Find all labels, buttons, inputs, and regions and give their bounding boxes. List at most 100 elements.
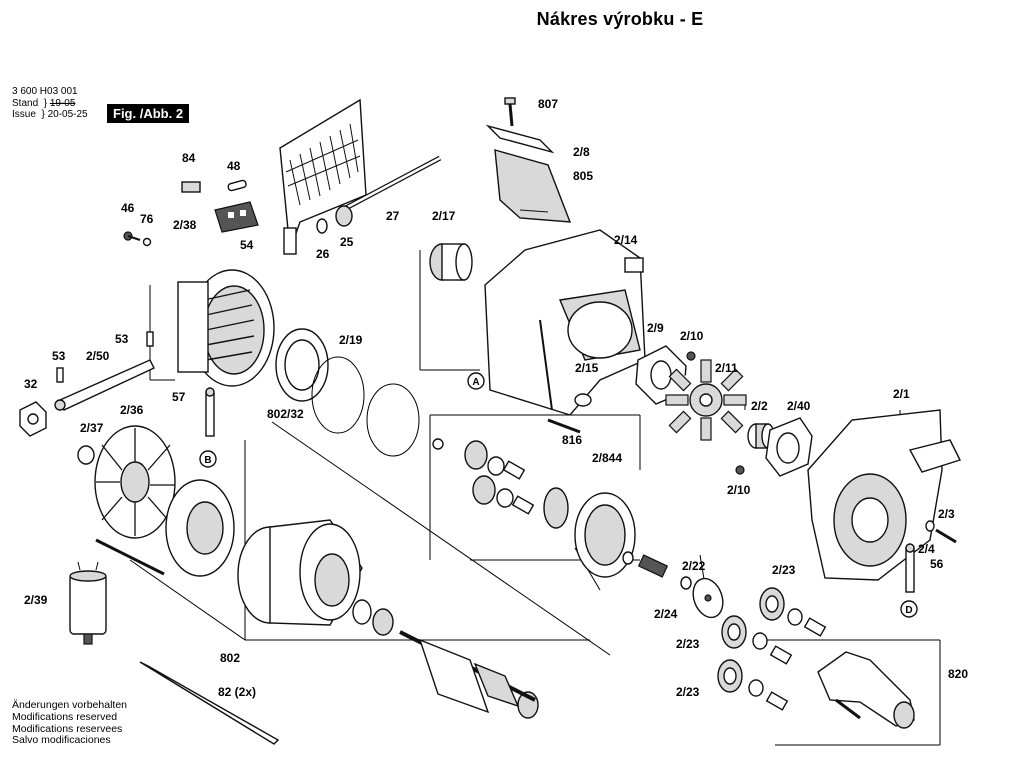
issue-label: Issue <box>12 109 36 120</box>
callout-label: 2/8 <box>573 145 590 159</box>
ring-gear-2-844-icon <box>574 492 636 578</box>
callout-label: 54 <box>240 238 254 252</box>
circlip-2-19-icon <box>311 356 420 457</box>
callout-label: 46 <box>121 201 135 215</box>
stator-802-icon <box>237 519 363 626</box>
pin-816-icon <box>547 418 581 434</box>
callout-label: 2/23 <box>676 637 700 651</box>
page-title: Nákres výrobku - E <box>536 9 704 29</box>
pin-48-icon <box>227 179 247 192</box>
callout-label: 82 (2x) <box>218 685 256 699</box>
output-shaft-820-icon <box>817 651 915 729</box>
bolt-2-15-icon <box>574 393 592 407</box>
screw-46-icon <box>123 231 141 241</box>
pin-53-icon <box>56 331 154 383</box>
callout-label: 805 <box>573 169 593 183</box>
callout-label: 32 <box>24 377 38 391</box>
callout-label: 2/15 <box>575 361 599 375</box>
cable-tie-82-icon <box>139 661 280 745</box>
issue-row: Issue } 20-05-25 <box>12 109 88 121</box>
callout-label: 2/10 <box>680 329 704 343</box>
callout-label: 802/32 <box>267 407 304 421</box>
note-es: Salvo modificaciones <box>12 734 111 747</box>
stand-date: 19-05 <box>49 97 76 109</box>
pinion-icon <box>622 551 669 578</box>
callout-label: 2/4 <box>918 542 935 556</box>
bearing-ring-802-32-icon <box>275 328 329 402</box>
callout-label: 53 <box>115 332 129 346</box>
svg-text:D: D <box>905 605 912 616</box>
screw-2-3-icon <box>935 528 957 544</box>
issue-date: 20-05-25 <box>47 109 88 120</box>
callout-label: 2/40 <box>787 399 811 413</box>
callout-label: 2/2 <box>751 399 768 413</box>
callout-label: 2/9 <box>647 321 664 335</box>
shaft-2-50-icon <box>54 359 155 411</box>
motor-housing-icon <box>177 269 275 387</box>
nut-32-icon <box>19 401 47 437</box>
callout-label: 2/1 <box>893 387 910 401</box>
washer-76-icon <box>142 237 152 247</box>
leader-lines <box>129 250 941 746</box>
callout-label: 2/24 <box>654 607 678 621</box>
svg-text:B: B <box>204 455 211 466</box>
callout-label: 27 <box>386 209 400 223</box>
screw-807-icon <box>504 97 516 127</box>
spring-26-icon <box>316 218 328 234</box>
callout-label: 2/844 <box>592 451 622 465</box>
callout-label: 84 <box>182 151 196 165</box>
stand-label: Stand <box>12 97 39 109</box>
callout-label: 56 <box>930 557 944 571</box>
callout-label: 53 <box>52 349 66 363</box>
callout-label: 816 <box>562 433 582 447</box>
brace: } <box>38 109 45 120</box>
pin-57-icon <box>205 387 215 437</box>
impeller-2-11-icon <box>665 359 747 441</box>
sleeve-2-17-icon <box>429 243 473 281</box>
marker-a: A <box>467 372 485 390</box>
callout-label: 2/17 <box>432 209 456 223</box>
callout-label: 2/38 <box>173 218 197 232</box>
callout-label: 2/39 <box>24 593 48 607</box>
callout-label: 2/22 <box>682 559 706 573</box>
marker-d: D <box>900 600 918 618</box>
callout-label: 802 <box>220 651 240 665</box>
pin-56-icon <box>905 543 915 593</box>
brace: } <box>40 97 48 109</box>
callout-label: 76 <box>140 212 154 226</box>
callout-label: 807 <box>538 97 558 111</box>
callout-label: 25 <box>340 235 354 249</box>
callout-label: 2/37 <box>80 421 104 435</box>
callout-label: 26 <box>316 247 330 261</box>
callout-label: 2/50 <box>86 349 110 363</box>
capacitor-2-39-icon <box>69 561 107 645</box>
callout-label: 48 <box>227 159 241 173</box>
long-screw-icon <box>95 538 165 576</box>
gear-2-23-icon <box>717 587 827 711</box>
note-fr: Modifications reservees <box>12 722 123 735</box>
document-info: 3 600 H03 001 Stand } 19-05 Issue } 20-0… <box>12 86 88 121</box>
plate-2-8-icon <box>485 124 555 154</box>
callout-label: 2/11 <box>715 361 738 375</box>
disc-2-24-icon <box>692 577 724 619</box>
rod-27-icon <box>340 155 442 213</box>
callout-label: 2/14 <box>614 233 638 247</box>
callout-label: 2/19 <box>339 333 363 347</box>
bushing-25-icon <box>335 205 353 227</box>
gear-set-2-844-icon <box>432 438 569 529</box>
gasket-2-40-icon <box>765 417 813 477</box>
end-shield-icon <box>165 479 235 577</box>
pump-body-2-1-icon <box>807 409 961 581</box>
switch-2-38-icon <box>214 201 259 233</box>
callout-label: 2/36 <box>120 403 144 417</box>
fan-2-36-icon <box>94 425 176 539</box>
footer-notes: Änderungen vorbehalten Modifications res… <box>12 699 127 747</box>
gearbox-housing-2-14-icon <box>484 229 646 416</box>
stand-row: Stand } 19-05 <box>12 98 88 110</box>
marker-b: B <box>199 450 217 468</box>
callout-label: 2/23 <box>676 685 700 699</box>
cover-805-icon <box>494 149 572 223</box>
callout-labels: 807 2/8 805 84 48 46 76 2/38 54 27 25 26… <box>24 97 968 699</box>
callout-label: 2/3 <box>938 507 955 521</box>
